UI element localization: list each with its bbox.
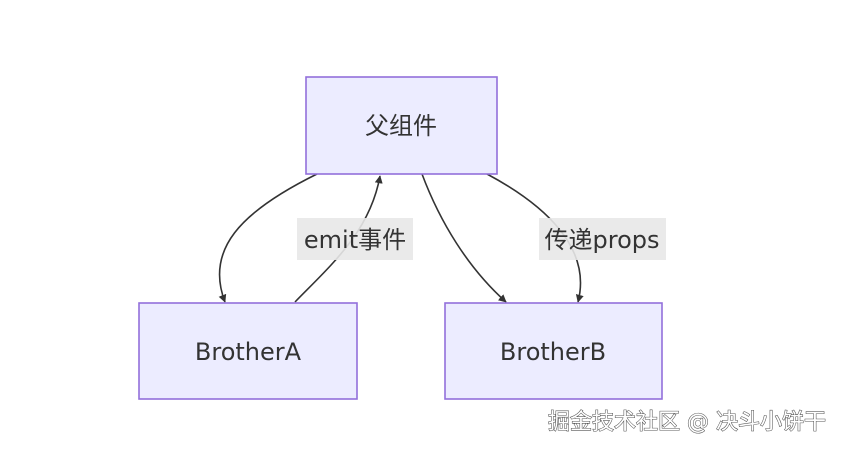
edge-parent-to-brother-b (421, 173, 507, 303)
node-parent: 父组件 (305, 76, 498, 175)
edge-label-props-text: 传递props (545, 226, 660, 254)
node-brother-b: BrotherB (444, 302, 663, 400)
edge-label-emit-text: emit事件 (304, 226, 406, 254)
node-brother-a: BrotherA (138, 302, 358, 400)
edge-label-props: 传递props (539, 218, 666, 260)
edge-label-emit: emit事件 (297, 218, 413, 260)
node-brother-a-label: BrotherA (195, 338, 302, 366)
node-parent-label: 父组件 (365, 112, 437, 140)
node-brother-b-label: BrotherB (500, 338, 606, 366)
watermark-text: 掘金技术社区 @ 决斗小饼干 (548, 410, 826, 435)
edge-parent-to-brother-a (218, 173, 318, 303)
